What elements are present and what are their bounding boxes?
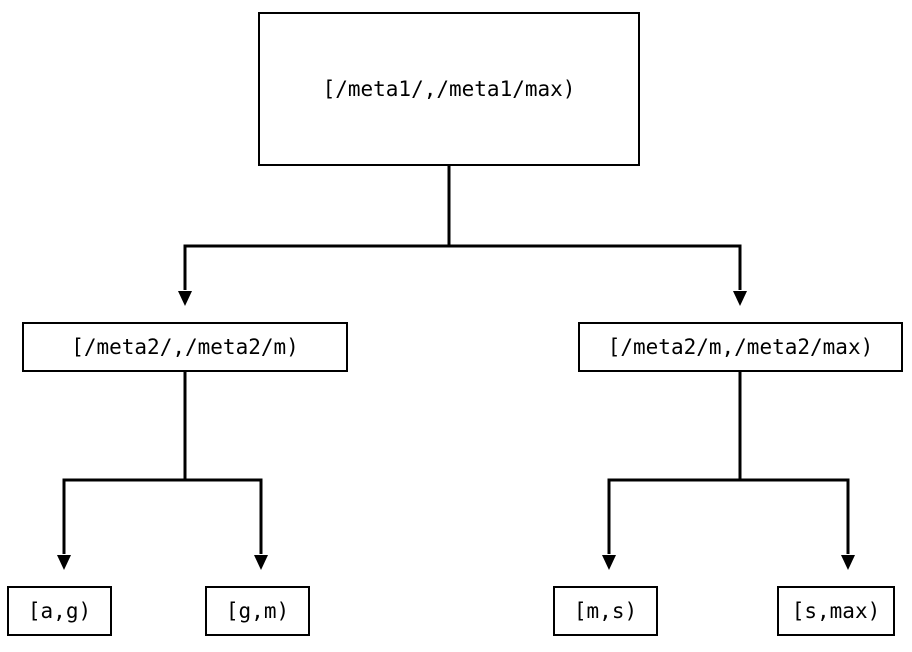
node-mid-right[interactable]: [/meta2/m,/meta2/max) — [578, 322, 903, 372]
arrowhead-icon — [841, 555, 855, 570]
edge-mid-right-to-leaf-3 — [602, 372, 742, 570]
arrowhead-icon — [602, 555, 616, 570]
node-leaf-s-max-label: [s,max) — [791, 598, 881, 623]
node-leaf-s-max[interactable]: [s,max) — [777, 586, 895, 636]
edge-mid-left-to-leaf-1 — [57, 372, 187, 570]
node-root-label: [/meta1/,/meta1/max) — [322, 76, 576, 101]
arrowhead-icon — [178, 291, 192, 306]
node-mid-left[interactable]: [/meta2/,/meta2/m) — [22, 322, 348, 372]
node-leaf-a-g-label: [a,g) — [27, 598, 92, 623]
node-leaf-g-m-label: [g,m) — [225, 598, 290, 623]
arrowhead-icon — [254, 555, 268, 570]
edge-mid-left-to-leaf-2 — [183, 372, 268, 570]
edge-mid-right-to-leaf-4 — [738, 372, 855, 570]
node-leaf-a-g[interactable]: [a,g) — [7, 586, 112, 636]
node-root[interactable]: [/meta1/,/meta1/max) — [258, 12, 640, 166]
node-leaf-g-m[interactable]: [g,m) — [205, 586, 310, 636]
node-mid-right-label: [/meta2/m,/meta2/max) — [607, 334, 874, 359]
arrowhead-icon — [733, 291, 747, 306]
node-mid-left-label: [/meta2/,/meta2/m) — [71, 334, 299, 359]
node-leaf-m-s-label: [m,s) — [573, 598, 638, 623]
arrowhead-icon — [57, 555, 71, 570]
edge-root-to-mid-left — [178, 166, 451, 306]
edge-root-to-mid-right — [447, 166, 747, 306]
node-leaf-m-s[interactable]: [m,s) — [553, 586, 658, 636]
